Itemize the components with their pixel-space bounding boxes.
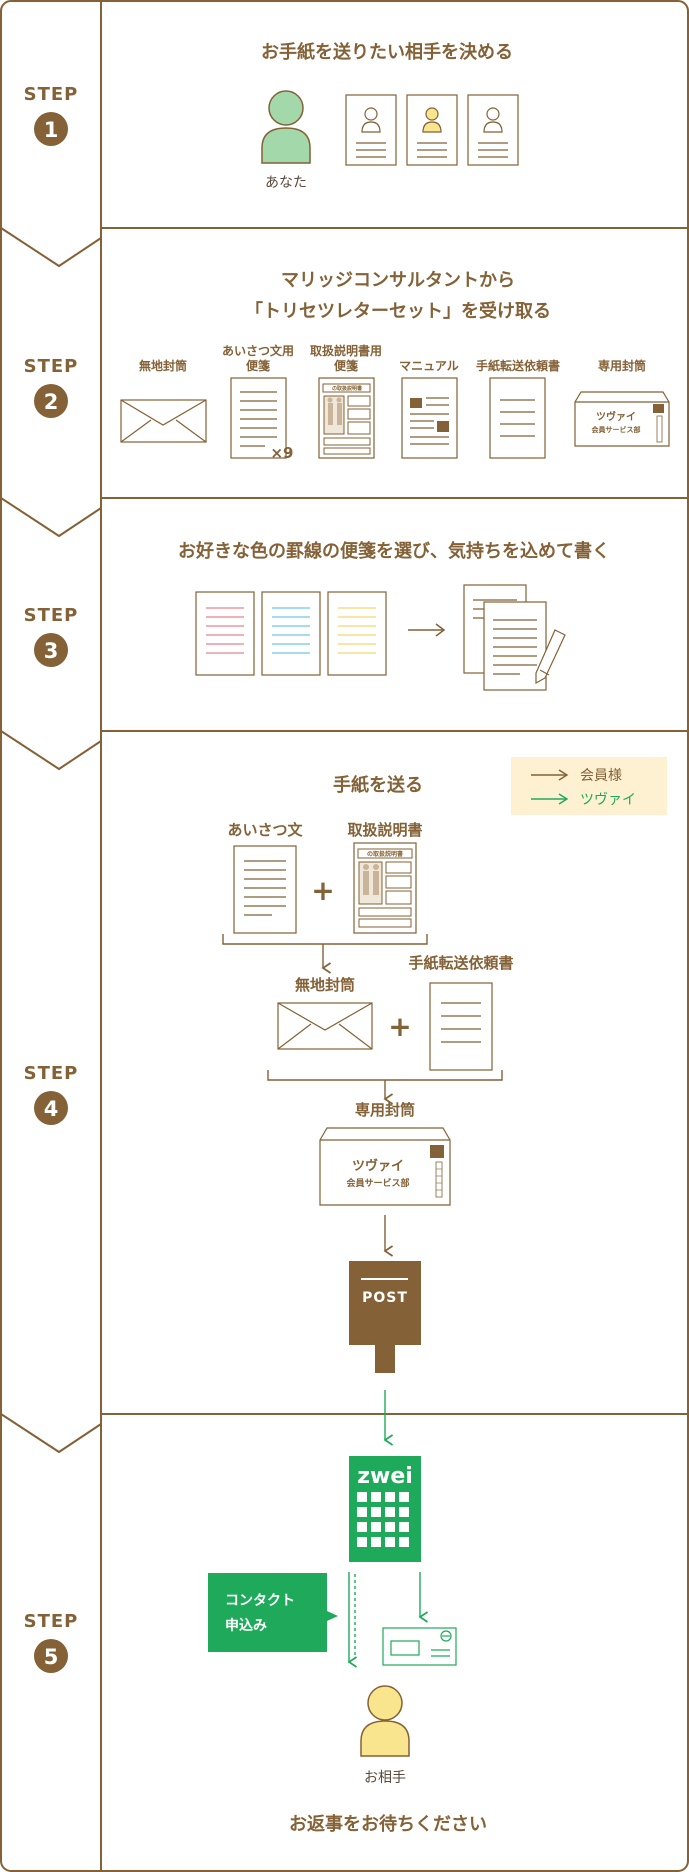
- step-label-3: STEP 3: [24, 605, 79, 667]
- zwei-building-icon: [349, 1456, 421, 1562]
- step1: お手紙を送りたい相手を決める あなた: [261, 41, 519, 191]
- post-label: POST: [362, 1290, 408, 1306]
- step3: お好きな色の罫線の便箋を選び、気持ちを込めて書く: [178, 540, 610, 691]
- svg-text:STEP: STEP: [24, 1063, 79, 1084]
- manual-sheet-icon: [318, 377, 375, 459]
- manual-document-icon: [353, 842, 417, 934]
- step1-title: お手紙を送りたい相手を決める: [261, 41, 513, 63]
- legend-member-arrow: [531, 769, 569, 781]
- writing-letter-icon: [463, 584, 547, 691]
- reply-envelope-icon: [382, 1627, 457, 1666]
- svg-text:3: 3: [44, 639, 59, 663]
- svg-text:STEP: STEP: [24, 356, 79, 377]
- svg-text:STEP: STEP: [24, 84, 79, 105]
- svg-text:STEP: STEP: [24, 605, 79, 626]
- item-label-dedicated-envelope: 専用封筒: [598, 358, 646, 373]
- greeting-sheet-icon: [230, 377, 287, 459]
- plain-envelope-2-icon: [277, 1002, 373, 1050]
- yellow-lined-paper-icon: [327, 591, 387, 676]
- dedicated-envelope-2-line2: 会員サービス部: [346, 1177, 409, 1189]
- forward-form-label: 手紙転送依頼書: [408, 954, 513, 972]
- item-label-greeting-line1: あいさつ文用: [222, 343, 294, 358]
- pencil-icon: [535, 629, 566, 685]
- greeting-quantity: ×9: [270, 444, 293, 462]
- legend-member-label: 会員様: [580, 768, 622, 784]
- step-label-4: STEP 4: [24, 1063, 79, 1125]
- candidate-card-1-icon: [345, 94, 397, 166]
- plain-envelope-icon: [120, 399, 207, 443]
- dedicated-envelope-2-icon: [319, 1127, 451, 1206]
- dedicated-envelope-line2: 会員サービス部: [592, 425, 641, 434]
- manual-label: 取扱説明書: [347, 821, 422, 839]
- item-label-forward-form: 手紙転送依頼書: [476, 358, 560, 373]
- step2-title-line2: 「トリセツレターセット」を受け取る: [245, 300, 551, 322]
- contact-line1: コンタクト: [225, 1593, 295, 1609]
- manual-sheet-title: の取扱説明書: [332, 385, 362, 392]
- partner-person-icon: [360, 1685, 410, 1757]
- legend: 会員様 ツヴァイ: [511, 757, 667, 815]
- step4-title: 手紙を送る: [333, 774, 423, 796]
- item-label-manual-sheet-line1: 取扱説明書用: [310, 343, 382, 358]
- you-person-icon: [261, 90, 311, 164]
- contact-request-bubble: [208, 1573, 338, 1652]
- plus-sign-2: +: [388, 1010, 411, 1043]
- zwei-logo-text: zwei: [357, 1464, 413, 1489]
- step-label-5: STEP 5: [24, 1611, 79, 1673]
- red-lined-paper-icon: [195, 591, 255, 676]
- dedicated-envelope-line1: ツヴァイ: [596, 410, 636, 423]
- item-label-plain-envelope: 無地封筒: [139, 358, 187, 373]
- step5: zwei コンタクト 申込み お相手 お返事をお待ちください: [208, 1456, 487, 1835]
- plain-envelope-label: 無地封筒: [295, 976, 355, 994]
- step4: 会員様 ツヴァイ 手紙を送る あいさつ文 取扱説明書 +: [222, 757, 667, 1440]
- item-label-greeting-line2: 便箋: [246, 358, 270, 373]
- legend-zwei-arrow: [531, 793, 569, 805]
- svg-text:1: 1: [44, 118, 59, 142]
- item-label-manual: マニュアル: [399, 359, 459, 373]
- svg-text:5: 5: [44, 1645, 59, 1669]
- dedicated-envelope-2-line1: ツヴァイ: [352, 1158, 404, 1174]
- step2: マリッジコンサルタントから 「トリセツレターセット」を受け取る 無地封筒 あいさ…: [120, 270, 670, 462]
- legend-zwei-label: ツヴァイ: [580, 791, 636, 808]
- bracket-2: [267, 1070, 503, 1099]
- forward-form-2-icon: [429, 982, 493, 1071]
- svg-text:4: 4: [44, 1097, 59, 1121]
- plus-sign-1: +: [311, 874, 334, 907]
- you-label: あなた: [265, 175, 307, 191]
- blue-lined-paper-icon: [261, 591, 321, 676]
- step3-title: お好きな色の罫線の便箋を選び、気持ちを込めて書く: [178, 540, 610, 562]
- green-arrow-to-partner: [349, 1572, 355, 1662]
- svg-text:2: 2: [44, 390, 59, 414]
- manual-document-title: の取扱説明書: [367, 850, 403, 858]
- step-label-1: STEP 1: [24, 84, 79, 146]
- dedicated-envelope-icon: [574, 391, 670, 447]
- candidate-card-2-icon: [406, 94, 458, 166]
- item-label-manual-sheet-line2: 便箋: [334, 358, 358, 373]
- closing-message: お返事をお待ちください: [289, 1813, 487, 1835]
- forward-form-icon: [489, 377, 546, 459]
- bracket-1: [222, 934, 428, 968]
- candidate-card-3-icon: [467, 94, 519, 166]
- dedicated-envelope-label: 専用封筒: [355, 1101, 415, 1119]
- post-box-icon: [349, 1261, 421, 1373]
- step-separators: [0, 227, 688, 1454]
- greeting-letter-icon: [233, 845, 297, 934]
- step2-title-line1: マリッジコンサルタントから: [281, 270, 515, 291]
- step-label-2: STEP 2: [24, 356, 79, 418]
- partner-label: お相手: [364, 1770, 406, 1786]
- greeting-label: あいさつ文: [227, 821, 303, 839]
- right-arrow-icon: [408, 623, 446, 637]
- manual-booklet-icon: [401, 377, 458, 459]
- svg-text:STEP: STEP: [24, 1611, 79, 1632]
- contact-line2: 申込み: [225, 1617, 267, 1634]
